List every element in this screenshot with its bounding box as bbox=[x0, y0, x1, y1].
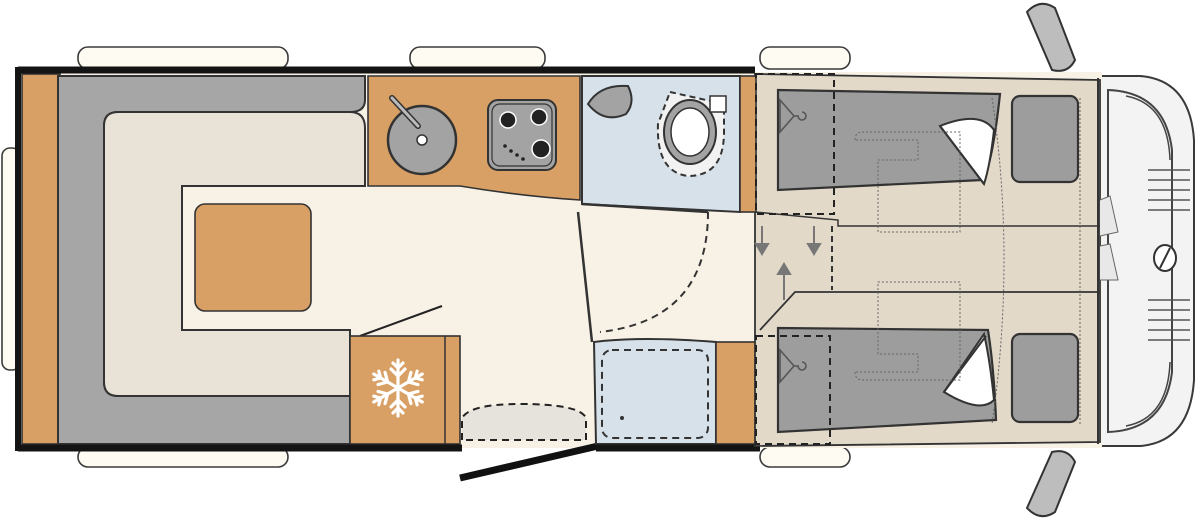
window-bottom-right bbox=[759, 446, 851, 468]
duvet-fold-upper bbox=[938, 118, 996, 187]
entry-door bbox=[459, 442, 599, 482]
shower bbox=[592, 338, 761, 445]
cab-body bbox=[1094, 75, 1195, 447]
wardrobe-lower bbox=[755, 335, 831, 445]
duvet-fold-lower bbox=[942, 331, 996, 407]
bathroom-door bbox=[576, 211, 594, 343]
u-seat-cushion bbox=[103, 111, 366, 397]
window-top-bath bbox=[759, 46, 851, 70]
windscreen bbox=[1107, 88, 1173, 434]
shower-cabinet bbox=[715, 341, 761, 445]
kitchen bbox=[367, 75, 581, 201]
pillow-lower bbox=[1010, 332, 1080, 424]
wardrobe-upper bbox=[755, 73, 835, 215]
sink bbox=[386, 95, 458, 176]
entry-step bbox=[461, 402, 587, 441]
dining-table bbox=[194, 203, 312, 312]
mirror-top bbox=[1025, 2, 1077, 72]
brand-logo-icon bbox=[1153, 244, 1177, 272]
window-top-kitchen bbox=[409, 46, 546, 70]
rear-cabinet bbox=[21, 73, 61, 445]
walls bbox=[15, 66, 760, 452]
access-arrows bbox=[754, 226, 833, 300]
bathroom bbox=[576, 75, 741, 343]
toilet-icon bbox=[656, 90, 727, 178]
rear-lounge bbox=[21, 73, 443, 445]
single-beds bbox=[739, 73, 1101, 447]
snowflake-icon bbox=[368, 358, 428, 418]
window-top-left bbox=[77, 46, 289, 70]
table-extension-line bbox=[359, 305, 443, 337]
bathroom-wood-panel bbox=[739, 75, 757, 213]
grille bbox=[1148, 169, 1190, 341]
pillow-upper bbox=[1010, 94, 1080, 184]
fridge bbox=[349, 335, 461, 445]
mirror-bottom bbox=[1025, 450, 1077, 518]
drain-icon bbox=[620, 416, 624, 420]
washbasin-icon bbox=[586, 84, 633, 119]
cab bbox=[1025, 2, 1195, 518]
burner-icon bbox=[487, 99, 557, 171]
door-swing bbox=[599, 211, 709, 333]
